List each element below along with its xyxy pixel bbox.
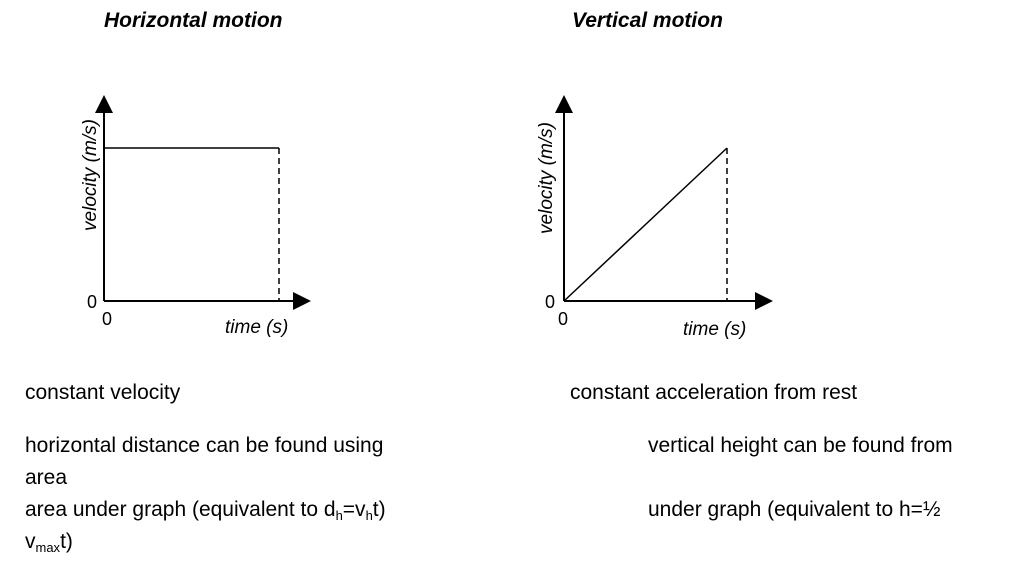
right-caption: constant acceleration from rest bbox=[570, 381, 858, 404]
left-caption: constant velocity bbox=[25, 381, 181, 404]
left-y-axis-label: velocity (m/s) bbox=[80, 119, 101, 231]
left-line-3-mid: =v bbox=[342, 498, 366, 521]
left-line-3: area under graph (equivalent to dh=vht) bbox=[25, 498, 386, 523]
right-y-axis-label: velocity (m/s) bbox=[536, 122, 557, 234]
left-line-2: area bbox=[25, 466, 68, 489]
left-line-4-sub: max bbox=[35, 540, 61, 555]
left-line-1: horizontal distance can be found using bbox=[25, 434, 384, 457]
left-line-3-sub-1: h bbox=[335, 508, 343, 523]
right-velocity-line bbox=[563, 147, 728, 302]
right-line-1: vertical height can be found from bbox=[648, 434, 953, 457]
right-title: Vertical motion bbox=[572, 9, 723, 32]
left-line-4-pre: v bbox=[25, 530, 36, 553]
right-x-origin: 0 bbox=[558, 309, 568, 329]
left-line-3-sub-2: h bbox=[365, 508, 373, 523]
left-y-origin: 0 bbox=[87, 292, 97, 312]
right-line-2: under graph (equivalent to h=½ bbox=[648, 498, 941, 521]
left-title: Horizontal motion bbox=[104, 9, 283, 32]
left-x-origin: 0 bbox=[102, 309, 112, 329]
right-y-origin: 0 bbox=[545, 292, 555, 312]
left-line-4: vmaxt) bbox=[25, 530, 73, 555]
left-x-axis-label: time (s) bbox=[225, 317, 288, 338]
left-line-3-post: t) bbox=[372, 498, 386, 521]
left-graph: velocity (m/s) time (s) 0 0 bbox=[80, 95, 311, 338]
left-line-4-post: t) bbox=[60, 530, 73, 553]
right-graph: velocity (m/s) time (s) 0 0 bbox=[536, 95, 773, 340]
left-line-3-pre: area under graph (equivalent to d bbox=[25, 498, 336, 521]
right-x-axis-label: time (s) bbox=[683, 319, 746, 340]
